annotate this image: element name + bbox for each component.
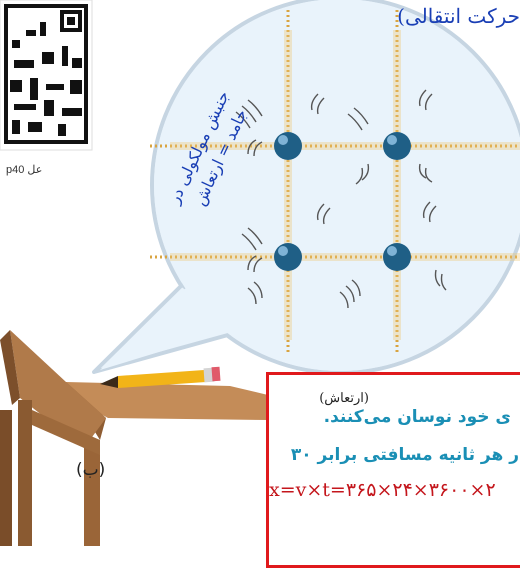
desk [0, 330, 268, 546]
note-formula: x=v×t=۳۶۵×۲۴×۳۶۰۰×۲ [269, 479, 496, 501]
qr-code [0, 0, 93, 151]
spring-highlights [170, 30, 520, 340]
header-label: حرکت انتقالی) [397, 4, 520, 28]
notes-box: (ارتعاش) ی خود نوسان می‌کنند. ر هر ثانیه… [266, 372, 520, 568]
springs [150, 10, 520, 355]
note-line-1: ی خود نوسان می‌کنند. [323, 407, 511, 427]
molecule [383, 243, 411, 271]
figure-label: (ب) [76, 460, 106, 480]
figure-illustration [0, 0, 520, 546]
note-caption: (ارتعاش) [319, 391, 369, 406]
molecules [274, 132, 411, 271]
pencil [100, 366, 221, 388]
qr-caption: p40 عل [6, 164, 43, 176]
molecule [274, 132, 302, 160]
vibration-marks [235, 89, 447, 309]
note-line-2: ر هر ثانیه مسافتی برابر ۳۰ [290, 445, 519, 465]
molecule [383, 132, 411, 160]
molecule-bubble [92, 0, 520, 375]
